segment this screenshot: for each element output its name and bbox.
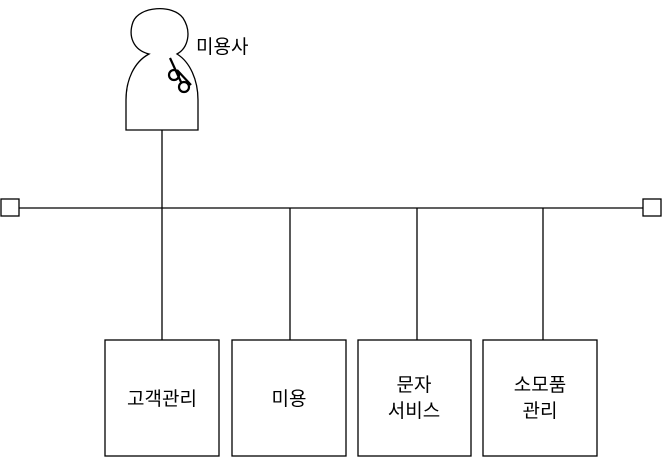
bus-end-right xyxy=(642,198,662,217)
actor-label: 미용사 xyxy=(196,36,248,58)
scissors-icon xyxy=(167,57,192,94)
box-label: 고객관리 xyxy=(127,388,197,410)
box-label-line-2: 서비스 xyxy=(388,400,440,422)
actor-figure: 미용사 xyxy=(125,7,248,131)
box-beauty: 미용 xyxy=(231,339,347,457)
actor-body xyxy=(125,7,199,131)
box-label-line-1: 소모품 xyxy=(514,374,566,396)
box-supplies-management: 소모품 관리 xyxy=(482,339,598,457)
box-sms-service: 문자 서비스 xyxy=(357,339,472,457)
box-label-line-2: 관리 xyxy=(523,400,558,422)
box-label-line-1: 문자 xyxy=(397,374,432,396)
box-label: 미용 xyxy=(272,388,307,410)
box-customer-management: 고객관리 xyxy=(104,339,220,457)
bus-end-left xyxy=(0,198,20,217)
